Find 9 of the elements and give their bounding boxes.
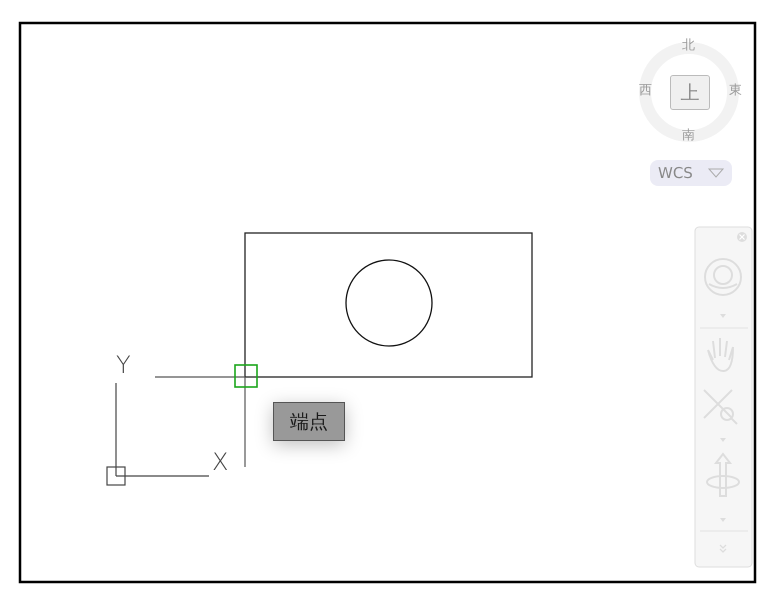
axis-label: X (212, 450, 228, 474)
compass-label: 南 (682, 129, 695, 142)
axis-label: Y (116, 353, 131, 377)
endpoint-tooltip: 端点 (273, 402, 345, 441)
compass-label: 西 (639, 84, 652, 97)
view-cube-face: 上 (670, 75, 710, 110)
coordinate-system-dropdown: WCS (650, 160, 732, 186)
compass-label: 東 (729, 84, 742, 97)
compass-label: 北 (682, 39, 695, 52)
